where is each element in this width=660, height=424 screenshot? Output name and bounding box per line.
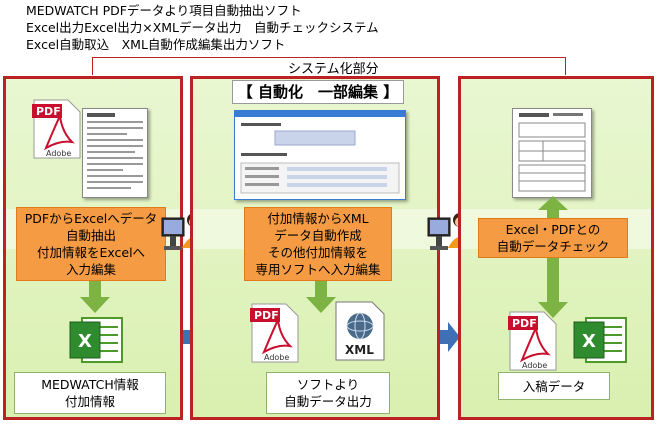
step-line: 専用ソフトへ入力編集	[255, 262, 381, 277]
output-line: ソフトより	[296, 377, 360, 392]
adobe-label: Adobe	[46, 149, 71, 158]
pdf-label: PDF	[254, 309, 279, 322]
adobe-label: Adobe	[264, 353, 289, 362]
excel-letter: X	[582, 331, 596, 352]
output-box-software: ソフトより 自動データ出力	[266, 372, 390, 414]
step-line: 付加情報をExcelへ	[36, 245, 146, 260]
excel-letter: X	[78, 331, 92, 352]
pdf-icon: PDF Adobe	[32, 99, 81, 159]
step-box-xml: 付加情報からXML データ自動作成 その他付加情報を 専用ソフトへ入力編集	[244, 207, 392, 281]
arrow-down-icon	[538, 258, 568, 318]
software-screenshot	[234, 110, 406, 200]
document-thumbnail	[512, 108, 592, 198]
xml-label: XML	[345, 343, 374, 357]
arrow-right-icon	[440, 322, 460, 352]
step-line: 自動データチェック	[496, 239, 610, 254]
excel-icon: X	[69, 317, 123, 363]
step-line: 自動抽出	[65, 228, 116, 243]
header-line-2: Excel出力Excel出力×XMLデータ出力 自動チェックシステム	[26, 20, 379, 35]
arrow-down-icon	[80, 281, 110, 313]
adobe-label: Adobe	[522, 361, 547, 370]
pdf-icon: PDF Adobe	[508, 311, 557, 371]
header-line-3: Excel自動取込 XML自動作成編集出力ソフト	[26, 37, 286, 52]
excel-icon: X	[573, 317, 627, 363]
step-box-check: Excel・PDFとの 自動データチェック	[478, 218, 628, 258]
document-thumbnail	[82, 108, 148, 198]
step-line: その他付加情報を	[267, 245, 368, 260]
xml-icon: XML	[335, 301, 385, 361]
pdf-icon: PDF Adobe	[250, 303, 299, 363]
step-line: 付加情報からXML	[267, 211, 369, 226]
pdf-label: PDF	[512, 317, 537, 330]
step-box-extract: PDFからExcelへデータ 自動抽出 付加情報をExcelへ 入力編集	[16, 207, 166, 281]
arrow-down-icon	[306, 281, 336, 313]
output-line: MEDWATCH情報	[41, 377, 139, 392]
system-label: システム化部分	[288, 62, 379, 77]
output-line: 自動データ出力	[284, 394, 372, 409]
system-bracket	[92, 57, 566, 75]
output-box-submission: 入稿データ	[498, 372, 610, 400]
step-line: データ自動作成	[274, 228, 362, 243]
panel-title: 【 自動化 一部編集 】	[232, 80, 404, 104]
step-line: Excel・PDFとの	[505, 222, 601, 237]
output-line: 入稿データ	[522, 378, 586, 394]
output-line: 付加情報	[64, 394, 115, 409]
step-line: 入力編集	[65, 262, 116, 277]
pdf-label: PDF	[36, 105, 61, 118]
header-line-1: MEDWATCH PDFデータより項目自動抽出ソフト	[26, 3, 302, 18]
output-box-medwatch: MEDWATCH情報 付加情報	[14, 372, 166, 414]
step-line: PDFからExcelへデータ	[24, 211, 158, 226]
